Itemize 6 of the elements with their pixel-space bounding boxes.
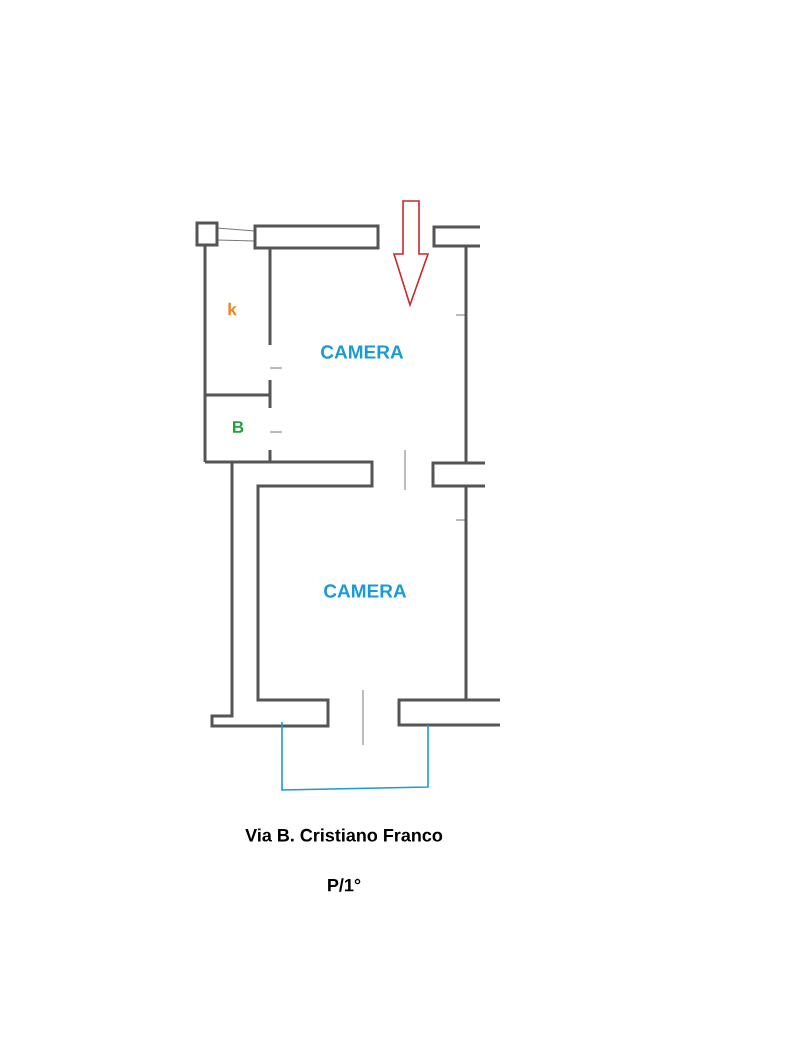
room-label: CAMERA <box>324 584 407 598</box>
room-label: CAMERA <box>321 345 404 359</box>
address-text: Via B. Cristiano Franco <box>245 828 443 842</box>
room-label: k <box>228 302 237 316</box>
room-label: B <box>233 421 244 433</box>
floor-text: P/1° <box>328 878 361 892</box>
